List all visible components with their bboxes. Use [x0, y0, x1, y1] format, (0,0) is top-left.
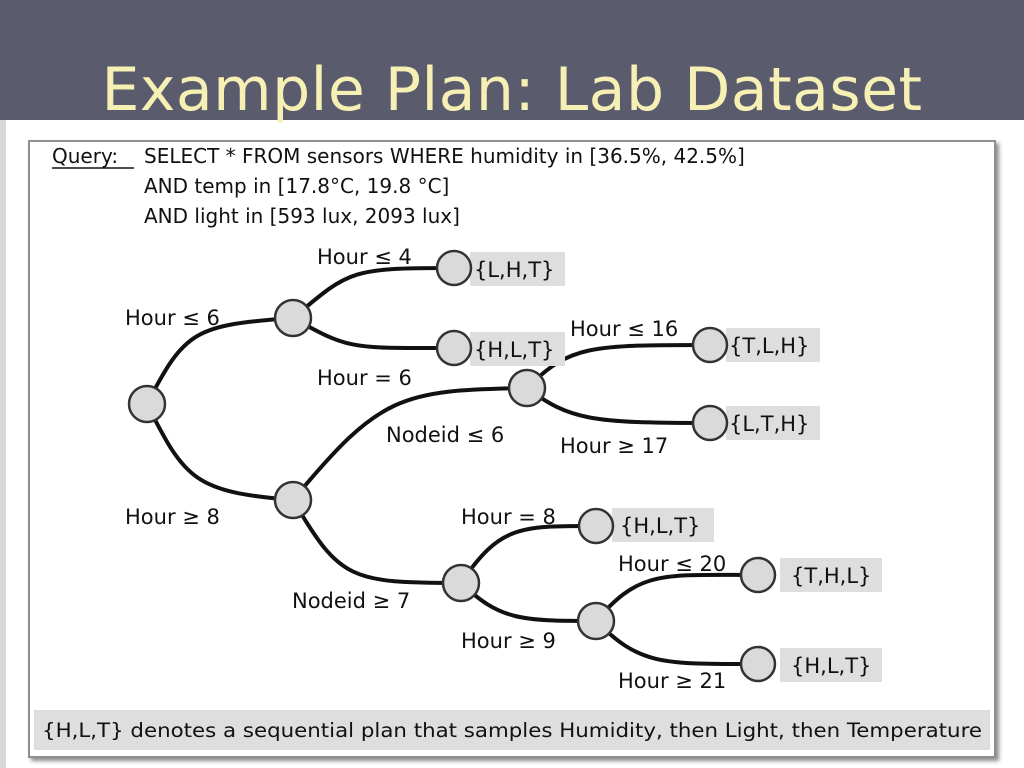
query-line-3: AND light in [593 lux, 2093 lux] — [144, 204, 460, 228]
leaf3-plan: {T,L,H} — [729, 334, 809, 358]
leaf3-plan-box — [726, 328, 820, 362]
leaf4-plan: {L,T,H} — [729, 412, 809, 436]
leaf2-plan-box — [470, 332, 565, 366]
edge-e-to-leaf6 — [594, 572, 760, 623]
query-line-1: SELECT * FROM sensors WHERE humidity in … — [144, 144, 745, 168]
leaf7-plan-box — [780, 648, 882, 682]
edge-label-b-lower: Nodeid ≥ 7 — [292, 589, 410, 613]
edge-d-to-leaf5 — [459, 523, 598, 585]
title-band — [0, 0, 1024, 120]
node-d — [441, 563, 481, 603]
edge-label-c-lower: Hour ≥ 17 — [560, 434, 668, 458]
slide-left-edge — [0, 120, 6, 768]
edge-label-d-upper: Hour = 8 — [461, 505, 556, 529]
edge-root-to-b — [145, 402, 295, 502]
edge-c-to-leaf3 — [525, 343, 712, 390]
leaf5-plan-box — [612, 508, 714, 542]
node-root — [127, 384, 167, 424]
edge-b-to-c — [291, 386, 529, 502]
edge-label-root-upper: Hour ≤ 6 — [125, 306, 220, 330]
leaf2-plan: {H,L,T} — [474, 338, 554, 362]
edge-c-to-leaf4 — [525, 386, 712, 425]
node-b — [273, 480, 313, 520]
leaf-node-3 — [691, 326, 729, 364]
leaf-node-1 — [435, 249, 473, 287]
leaf7-plan: {H,L,T} — [791, 654, 871, 678]
leaf-node-2 — [435, 329, 473, 367]
edge-a-to-leaf1 — [291, 266, 456, 320]
edge-label-c-upper: Hour ≤ 16 — [570, 317, 678, 341]
edge-label-a-lower: Hour = 6 — [317, 366, 412, 390]
leaf-node-7 — [739, 645, 777, 683]
leaf5-plan: {H,L,T} — [620, 514, 700, 538]
edge-label-root-lower: Hour ≥ 8 — [125, 505, 220, 529]
leaf1-plan: {L,H,T} — [474, 258, 554, 282]
edge-label-e-lower: Hour ≥ 21 — [618, 669, 726, 693]
query-keyword: Query: — [52, 144, 118, 168]
edge-b-to-d — [291, 498, 463, 585]
edge-root-to-a — [145, 316, 295, 406]
footnote-box — [34, 710, 990, 750]
leaf-node-6 — [739, 556, 777, 594]
leaf-node-5 — [577, 507, 615, 545]
edge-e-to-leaf7 — [594, 619, 760, 667]
edge-label-a-upper: Hour ≤ 4 — [317, 245, 412, 269]
edge-a-to-leaf2 — [291, 316, 456, 351]
node-c — [507, 368, 547, 408]
edge-label-b-upper: Nodeid ≤ 6 — [386, 423, 504, 447]
edge-label-d-lower: Hour ≥ 9 — [461, 629, 556, 653]
leaf1-plan-box — [470, 252, 565, 286]
slide-title: Example Plan: Lab Dataset — [101, 55, 923, 125]
query-line-2: AND temp in [17.8°C, 19.8 °C] — [144, 174, 449, 198]
edge-label-e-upper: Hour ≤ 20 — [618, 552, 726, 576]
leaf6-plan: {T,H,L} — [791, 564, 871, 588]
edge-d-to-e — [459, 581, 598, 623]
node-e — [576, 601, 616, 641]
leaf-node-4 — [691, 404, 729, 442]
leaf4-plan-box — [726, 406, 820, 440]
node-a — [273, 298, 313, 338]
leaf6-plan-box — [780, 558, 882, 592]
footnote: {H,L,T} denotes a sequential plan that s… — [42, 719, 982, 742]
